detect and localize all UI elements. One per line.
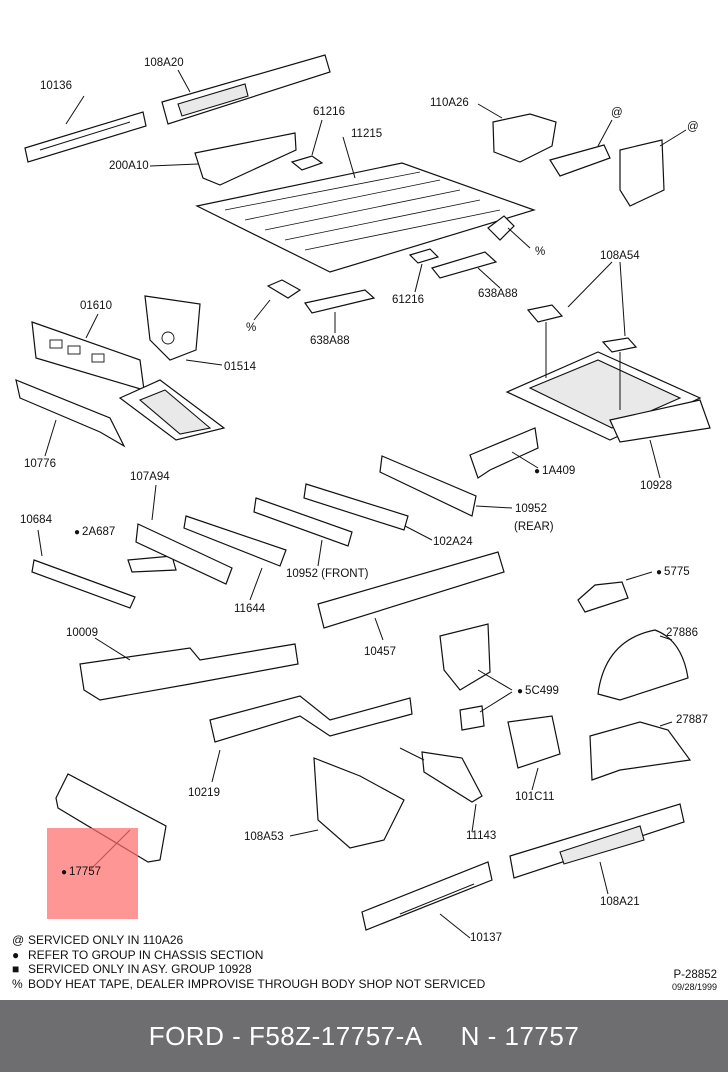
legend-row: % BODY HEAT TAPE, DEALER IMPROVISE THROUG… bbox=[12, 977, 485, 992]
part-108A53 bbox=[289, 757, 405, 849]
part-clip-pct1 bbox=[487, 215, 531, 249]
legend-symbol: ● bbox=[12, 947, 20, 962]
legend-symbol: ■ bbox=[12, 962, 20, 977]
label-at-1: @ bbox=[611, 107, 623, 119]
part-10136 bbox=[24, 95, 147, 163]
label-638A88-lower: 638A88 bbox=[310, 335, 350, 347]
part-10457 bbox=[317, 551, 505, 641]
part-5775 bbox=[577, 571, 653, 613]
part-10776 bbox=[15, 379, 126, 457]
part-10952-rear bbox=[379, 455, 513, 517]
footer-part-number: FORD - F58Z-17757-A bbox=[148, 1020, 423, 1051]
part-108A21 bbox=[509, 803, 685, 895]
legend: @SERVICED ONLY IN 110A26 ● REFER TO GROUP… bbox=[12, 933, 485, 991]
label-107A94: 107A94 bbox=[130, 471, 170, 483]
part-101C11 bbox=[507, 715, 561, 791]
footer-bar: FORD - F58Z-17757-A N - 17757 bbox=[0, 1000, 728, 1072]
part-bracket-at2 bbox=[619, 129, 687, 207]
part-108A20 bbox=[161, 54, 331, 125]
legend-text: BODY HEAT TAPE, DEALER IMPROVISE THROUGH… bbox=[28, 976, 486, 991]
parts-diagram: 10136 108A20 61216 11215 110A26 200A10 @… bbox=[0, 0, 728, 1000]
label-638A88-upper: 638A88 bbox=[478, 288, 518, 300]
part-11143 bbox=[399, 747, 483, 833]
part-bracket-at1 bbox=[549, 119, 613, 177]
label-pct-1: % bbox=[535, 246, 546, 258]
legend-symbol: % bbox=[12, 976, 23, 991]
part-1A409 bbox=[469, 427, 539, 479]
label-10457: 10457 bbox=[364, 646, 396, 658]
label-10928: 10928 bbox=[640, 480, 672, 492]
part-61216-top bbox=[290, 119, 324, 171]
label-10684: 10684 bbox=[20, 514, 52, 526]
part-638A88-upper bbox=[430, 251, 501, 289]
label-102A24: 102A24 bbox=[433, 536, 473, 548]
diagram-ref-number: P-28852 bbox=[673, 969, 717, 981]
part-10684 bbox=[31, 529, 136, 609]
label-10952-rear: 10952 bbox=[515, 503, 547, 515]
part-10219 bbox=[209, 695, 413, 783]
label-108A53: 108A53 bbox=[244, 831, 284, 843]
part-110A26 bbox=[477, 103, 557, 163]
label-10952-front: 10952 (FRONT) bbox=[286, 568, 369, 580]
part-638A88-lower bbox=[303, 289, 376, 333]
label-27887: 27887 bbox=[676, 714, 708, 726]
part-01610 bbox=[31, 313, 145, 391]
label-at-2: @ bbox=[687, 121, 699, 133]
label-1A409: 1A409 bbox=[534, 465, 575, 478]
label-5C499: 5C499 bbox=[517, 685, 559, 698]
label-rear: (REAR) bbox=[514, 521, 554, 533]
part-clip-pct2 bbox=[253, 279, 302, 321]
label-108A20: 108A20 bbox=[144, 57, 184, 69]
label-01514: 01514 bbox=[224, 361, 256, 373]
legend-text: SERVICED ONLY IN 110A26 bbox=[28, 933, 184, 947]
label-61216-top: 61216 bbox=[313, 106, 345, 118]
part-10952-front bbox=[253, 497, 353, 567]
part-61216-lower bbox=[408, 248, 440, 293]
label-5775: 5775 bbox=[656, 566, 690, 579]
part-200A10 bbox=[149, 132, 297, 186]
legend-row: ● REFER TO GROUP IN CHASSIS SECTION bbox=[12, 948, 485, 963]
label-108A21: 108A21 bbox=[600, 896, 640, 908]
part-10137 bbox=[361, 861, 493, 939]
label-17757: 17757 bbox=[61, 866, 101, 879]
label-108A54: 108A54 bbox=[600, 250, 640, 262]
part-floor-tunnel bbox=[118, 379, 226, 441]
label-61216-lower: 61216 bbox=[392, 294, 424, 306]
part-10009 bbox=[79, 637, 299, 701]
label-10009: 10009 bbox=[66, 627, 98, 639]
legend-text: REFER TO GROUP IN CHASSIS SECTION bbox=[28, 947, 264, 962]
part-102A24 bbox=[303, 483, 433, 541]
legend-row: ■ SERVICED ONLY IN ASY. GROUP 10928 bbox=[12, 962, 485, 977]
label-2A687: 2A687 bbox=[74, 526, 115, 539]
part-11215 bbox=[195, 136, 536, 273]
label-11215: 11215 bbox=[351, 128, 383, 140]
diagram-ref-date: 09/28/1999 bbox=[671, 982, 717, 992]
part-01514 bbox=[144, 295, 223, 366]
part-11644 bbox=[183, 515, 287, 601]
label-200A10: 200A10 bbox=[109, 160, 149, 172]
part-108A54-10928 bbox=[505, 261, 711, 479]
label-11644: 11644 bbox=[234, 603, 266, 615]
label-27886: 27886 bbox=[666, 627, 698, 639]
label-110A26: 110A26 bbox=[430, 97, 469, 109]
label-10137: 10137 bbox=[470, 932, 502, 944]
diagram-drawing bbox=[15, 54, 711, 939]
legend-text: SERVICED ONLY IN ASY. GROUP 10928 bbox=[28, 962, 252, 977]
legend-row: @SERVICED ONLY IN 110A26 bbox=[12, 933, 485, 948]
legend-symbol: @ bbox=[12, 933, 25, 947]
label-10219: 10219 bbox=[188, 787, 220, 799]
part-107A94 bbox=[135, 484, 233, 585]
part-27886 bbox=[597, 629, 689, 701]
label-pct-2: % bbox=[246, 322, 257, 334]
label-01610: 01610 bbox=[80, 300, 112, 312]
label-10776: 10776 bbox=[24, 458, 56, 470]
label-10136: 10136 bbox=[40, 80, 72, 92]
part-2A687 bbox=[127, 555, 177, 573]
footer-ref: N - 17757 bbox=[460, 1020, 580, 1051]
label-101C11: 101C11 bbox=[515, 791, 555, 803]
part-27887 bbox=[589, 721, 692, 781]
part-5C499 bbox=[439, 623, 513, 731]
label-11143: 11143 bbox=[466, 830, 497, 842]
